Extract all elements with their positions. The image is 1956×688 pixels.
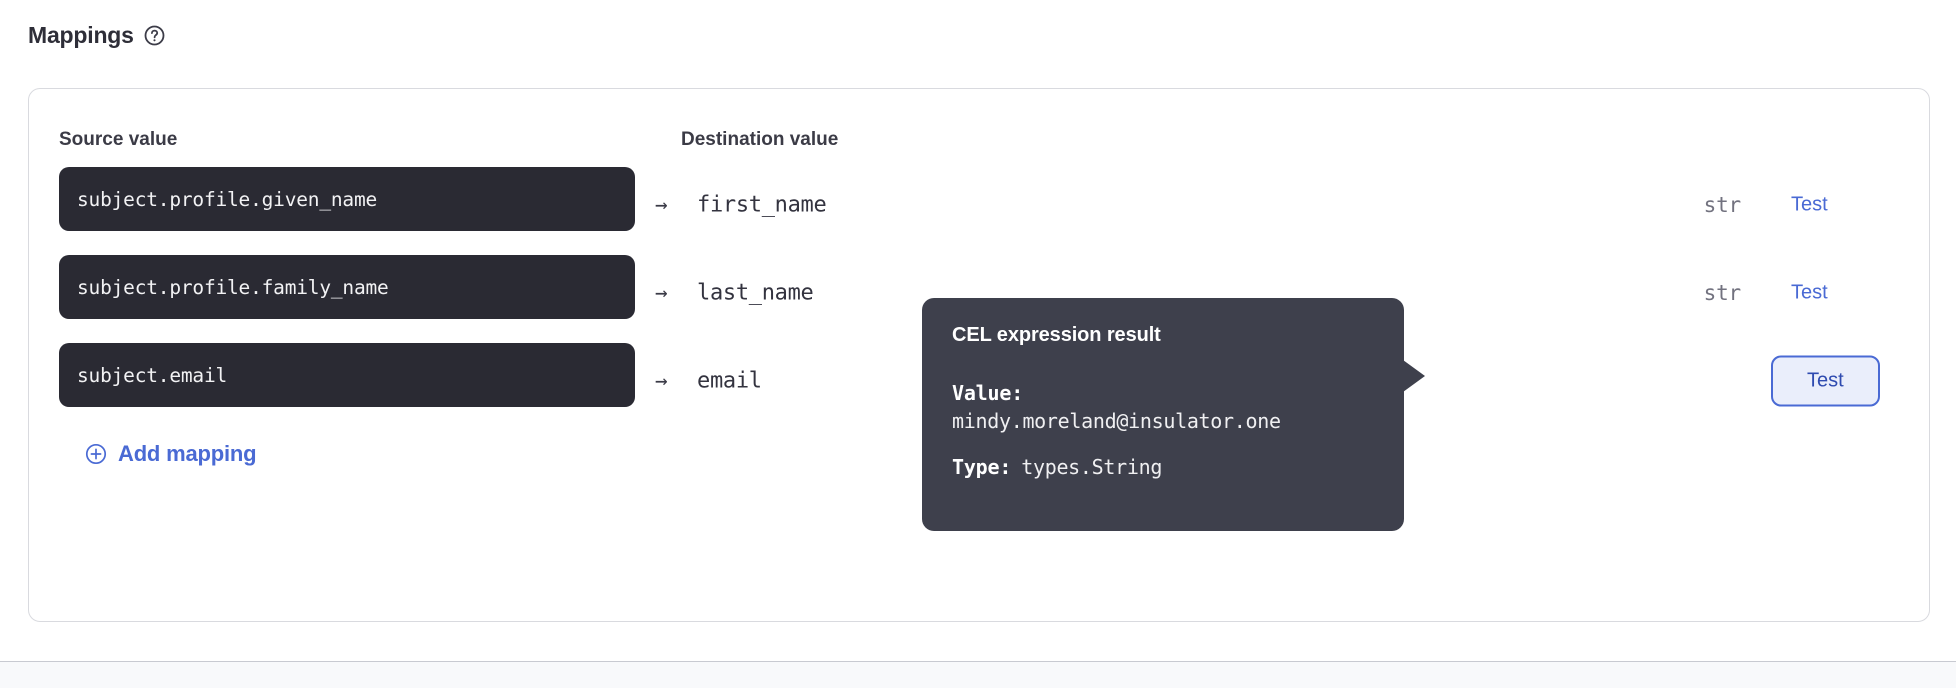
tooltip-value-text: mindy.moreland@insulator.one [952,409,1281,433]
test-button[interactable]: Test [1791,193,1828,216]
mapping-row: subject.profile.given_name → first_name … [29,161,1929,249]
mapping-row: subject.profile.family_name → last_name … [29,249,1929,337]
add-mapping-button[interactable]: Add mapping [85,441,257,467]
tooltip-pointer-arrow [1403,360,1425,392]
page-divider [0,661,1956,662]
tooltip-type-label: Type: [952,455,1012,479]
add-mapping-label: Add mapping [118,441,257,466]
arrow-right-icon: → [655,192,668,217]
test-button-active[interactable]: Test [1771,355,1880,407]
cel-result-tooltip: CEL expression result Value: mindy.morel… [922,298,1425,531]
tooltip-type-text: types.String [1021,455,1163,479]
mapping-row: subject.email → email Test [29,337,1929,425]
plus-circle-icon [85,443,107,465]
arrow-right-icon: → [655,280,668,305]
test-button[interactable]: Test [1791,281,1828,304]
value-type-label: str [1703,193,1742,217]
source-value-text: subject.profile.family_name [77,275,389,299]
tooltip-value-block: Value: mindy.moreland@insulator.one [952,381,1374,433]
page-title: Mappings [28,22,134,48]
destination-value-text: first_name [697,192,827,218]
destination-value-text: last_name [697,280,814,306]
value-type-label: str [1703,281,1742,305]
tooltip-type-block: Type: types.String [952,455,1374,479]
section-header: Mappings [28,24,165,47]
question-circle-icon[interactable] [144,25,165,46]
tooltip-value-label: Value: [952,381,1024,405]
tooltip-title: CEL expression result [952,324,1161,346]
source-value-input[interactable]: subject.profile.given_name [59,167,635,231]
destination-value-header: Destination value [681,129,839,150]
mappings-card: Source value Destination value subject.p… [28,88,1930,622]
source-value-text: subject.profile.given_name [77,187,378,211]
arrow-right-icon: → [655,368,668,393]
source-value-input[interactable]: subject.profile.family_name [59,255,635,319]
page-footer-strip [0,662,1956,688]
source-value-header: Source value [59,129,178,150]
source-value-input[interactable]: subject.email [59,343,635,407]
mapping-rows: subject.profile.given_name → first_name … [29,161,1929,425]
source-value-text: subject.email [77,363,228,387]
destination-value-text: email [697,368,762,394]
